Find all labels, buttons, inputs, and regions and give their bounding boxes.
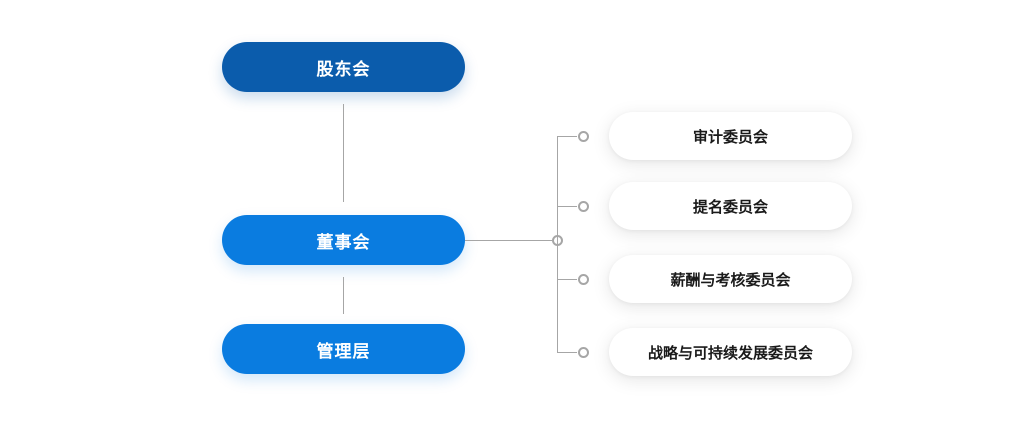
connector-board-to-management bbox=[343, 277, 344, 314]
committee-trunk-line bbox=[556, 136, 558, 352]
committee-remuneration-assessment: 薪酬与考核委员会 bbox=[609, 255, 852, 303]
node-shareholders-meeting: 股东会 bbox=[222, 42, 465, 92]
committee-strategy-sustainability-label: 战略与可持续发展委员会 bbox=[647, 343, 813, 362]
connector-board-to-committees bbox=[465, 239, 552, 241]
committee-stub-remuneration bbox=[557, 278, 577, 280]
committee-audit: 审计委员会 bbox=[609, 112, 852, 160]
committee-strategy-sustainability: 战略与可持续发展委员会 bbox=[609, 328, 852, 376]
node-board-of-directors-label: 董事会 bbox=[316, 232, 371, 253]
committee-stub-strategy bbox=[557, 351, 577, 353]
terminal-circle-remuneration bbox=[577, 273, 589, 285]
committee-nomination: 提名委员会 bbox=[609, 182, 852, 230]
node-shareholders-meeting-label: 股东会 bbox=[316, 59, 371, 80]
committee-audit-label: 审计委员会 bbox=[692, 127, 768, 146]
committee-stub-nomination bbox=[557, 205, 577, 207]
terminal-circle-audit bbox=[577, 130, 589, 142]
node-management: 管理层 bbox=[222, 324, 465, 374]
terminal-circle-strategy bbox=[577, 346, 589, 358]
committee-stub-audit bbox=[557, 135, 577, 137]
terminal-circle-nomination bbox=[577, 200, 589, 212]
node-board-of-directors: 董事会 bbox=[222, 215, 465, 265]
connector-shareholders-to-board bbox=[343, 104, 344, 202]
committee-nomination-label: 提名委员会 bbox=[692, 197, 768, 216]
committee-remuneration-assessment-label: 薪酬与考核委员会 bbox=[670, 270, 791, 289]
node-management-label: 管理层 bbox=[316, 341, 371, 362]
